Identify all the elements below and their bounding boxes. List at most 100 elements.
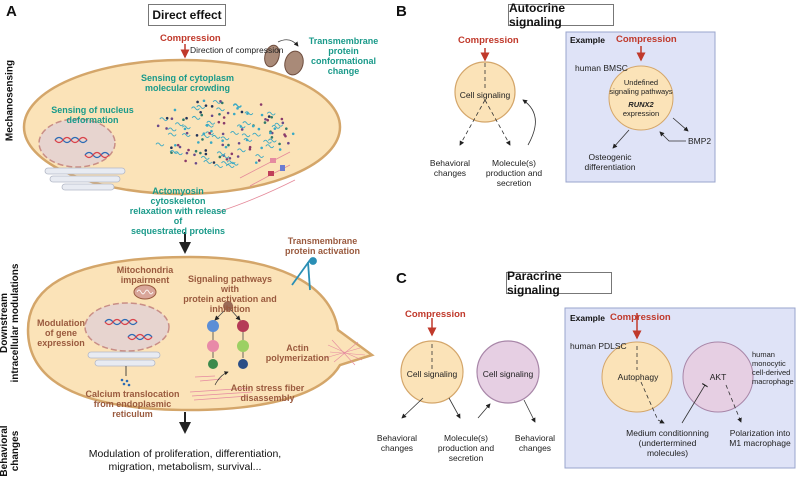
crowding-molecule <box>226 111 230 115</box>
bmsc-label: human BMSC <box>575 63 628 73</box>
b-example-compression: Compression <box>616 34 677 45</box>
crowding-filament <box>216 151 226 156</box>
actin-polymerization-label: Actin polymerization <box>265 343 330 363</box>
crowding-filament <box>191 106 200 111</box>
crowding-filament <box>211 134 221 139</box>
downstream-label-line2: intracellular modulations <box>10 263 21 383</box>
crowding-molecule <box>237 141 241 145</box>
stress-fiber-label: Actin stress fiber disassembly <box>230 383 305 403</box>
gene-expression-label: Modulation of gene expression <box>37 318 85 348</box>
crowding-molecule <box>187 148 190 152</box>
crowding-filament <box>191 115 201 120</box>
crowding-molecule <box>221 132 225 136</box>
crowding-molecule <box>184 159 187 163</box>
crowding-molecule <box>270 115 274 119</box>
bmp2-label: BMP2 <box>688 136 712 146</box>
direct-effect-title: Direct effect <box>148 4 226 26</box>
transmembrane-receptor-icon <box>291 257 317 291</box>
crowding-molecule <box>284 134 287 138</box>
crowding-filament <box>230 131 239 135</box>
crowding-filament <box>267 138 277 143</box>
crowding-molecule <box>257 127 261 131</box>
panel-letter-a: A <box>6 3 17 20</box>
crowding-molecule <box>176 143 180 147</box>
crowding-molecule <box>269 131 272 135</box>
behavioral-changes-label: Behavioral changes <box>0 414 21 488</box>
crowding-molecule <box>251 124 255 128</box>
crowding-molecule <box>273 127 277 130</box>
crowding-filament <box>244 111 254 116</box>
crowding-molecule <box>194 149 198 153</box>
crowding-filament <box>181 133 191 137</box>
crowding-molecule <box>204 104 208 107</box>
crowding-molecule <box>197 141 200 144</box>
crowding-molecule <box>278 142 281 146</box>
crowding-filament <box>274 122 284 127</box>
a-compression-label: Compression <box>160 33 221 44</box>
crowding-filament <box>237 148 246 153</box>
crowding-molecule <box>200 113 204 117</box>
crowding-molecule <box>185 116 188 120</box>
pdlsc-label: human PDLSC <box>570 341 627 351</box>
crowding-molecule <box>185 151 189 155</box>
crowding-molecule <box>270 131 274 135</box>
crowding-filament <box>201 134 210 139</box>
crowding-molecule <box>209 141 213 144</box>
crowding-molecule <box>201 138 204 141</box>
b-cell <box>454 61 516 123</box>
crowding-filament <box>169 149 179 154</box>
crowding-molecule <box>208 131 211 135</box>
mitochondria-label: Mitochondria impairment <box>116 265 174 285</box>
crowding-filament <box>155 142 165 147</box>
transmembrane-protein-icon <box>264 39 304 76</box>
nucleus-deformation-label: Sensing of nucleus deformation <box>51 105 134 125</box>
crowding-molecule <box>222 116 226 119</box>
crowding-molecule <box>210 105 214 108</box>
actomyosin-label: Actomyosin cytoskeleton relaxation with … <box>129 186 227 236</box>
crowding-molecule <box>210 129 213 133</box>
crowding-molecule <box>254 161 258 164</box>
mitochondria-icon <box>133 284 157 300</box>
behavioral-label-line1: Behavioral <box>0 425 10 477</box>
calcium-ions-icon <box>120 378 131 387</box>
crowding-filament <box>214 164 223 169</box>
b-cell-signaling-label: Cell signaling <box>459 90 511 100</box>
behavioral-outcome-text: Modulation of proliferation, differentia… <box>88 448 282 473</box>
crowding-filament <box>241 133 251 138</box>
crowding-molecule <box>170 151 173 154</box>
crowding-filament <box>265 144 275 149</box>
crowding-molecule <box>156 124 160 128</box>
crowding-molecule <box>291 132 295 136</box>
crowding-molecule <box>281 121 285 125</box>
c-cell1-label: Cell signaling <box>406 369 458 379</box>
transmembrane-activation-label: Transmembrane protein activation <box>284 236 360 256</box>
crowding-molecule <box>236 155 240 158</box>
panel-letter-c: C <box>396 270 407 287</box>
crowding-molecule <box>221 139 224 142</box>
crowding-molecule <box>199 111 202 114</box>
downstream-label-line1: Downstream <box>0 293 10 354</box>
nucleus-icon <box>38 118 116 168</box>
crowding-filament <box>167 132 177 137</box>
crowding-filament <box>167 127 177 132</box>
crowding-molecule <box>202 132 206 135</box>
crowding-filament <box>203 160 213 164</box>
crowding-molecule <box>204 152 208 156</box>
crowding-filament <box>266 111 276 116</box>
actin-filaments-icon <box>324 339 366 366</box>
c-cell-2 <box>476 340 540 404</box>
crowding-molecule <box>260 113 264 117</box>
c-cell2-label: Cell signaling <box>482 369 534 379</box>
crowding-molecule <box>196 100 199 104</box>
crowding-molecule <box>260 146 263 150</box>
endoplasmic-reticulum-icon-2 <box>87 351 161 367</box>
crowding-molecule <box>225 157 229 161</box>
